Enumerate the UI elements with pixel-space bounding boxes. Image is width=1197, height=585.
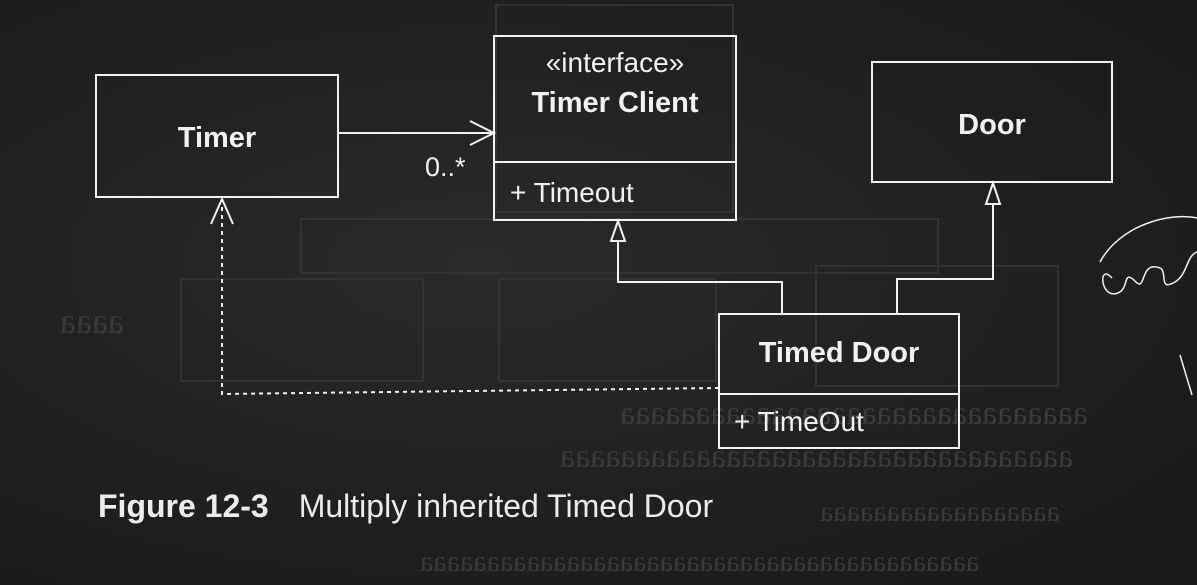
timed-door-operation: + TimeOut [734,406,864,437]
ghost-box [815,265,1059,387]
timer-client-class-name: Timer Client [531,87,698,119]
inheritance-triangle-timer-client [609,217,627,242]
figure-caption-text: Multiply inherited Timed Door [298,488,714,524]
figure-caption: Figure 12-3 Multiply inherited Timed Door [98,488,713,525]
association-arrowhead [469,120,497,146]
timer-client-class-box [493,35,737,221]
timer-client-stereotype: «interface» [546,47,685,78]
handwritten-scribble [1102,251,1197,295]
ghost-box [495,4,734,213]
ghost-box [498,278,717,382]
handwritten-scribble [1099,215,1197,263]
dependency-line [221,205,720,396]
dependency-arrowhead [210,196,234,225]
association-multiplicity: 0..* [425,152,466,182]
door-class-name: Door [958,109,1026,141]
timer-client-operation: + Timeout [510,177,634,208]
timer-class-name: Timer [178,122,256,154]
timed-door-class-box [718,313,960,449]
ghost-box [180,278,424,382]
door-class-box [871,61,1113,183]
inheritance-line-timer-client [617,241,783,314]
figure-number: Figure 12-3 [98,488,269,524]
inheritance-line-door [896,204,994,314]
handwritten-scribble [1179,354,1193,396]
inheritance-triangle-door [984,179,1002,205]
timed-door-class-name: Timed Door [759,337,920,369]
timer-class-box [95,74,339,198]
